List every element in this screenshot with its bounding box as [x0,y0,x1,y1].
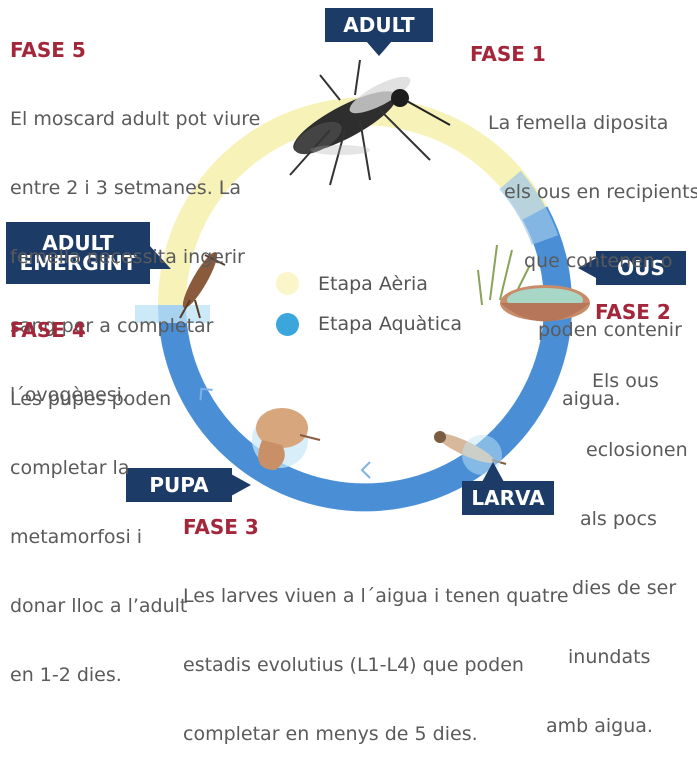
fase4-line: donar lloc a l’adult [10,595,188,617]
adult-emergint-pointer [149,245,171,269]
ring-arrow-icon [199,387,213,401]
fase1-line: poden contenir [538,319,682,341]
adult-label-pointer [366,41,392,56]
fase1-line: que contenen o [524,250,673,272]
fase1-line: aigua. [562,388,621,410]
legend-aquatica-swatch [276,313,299,336]
fase4-line: Les pupes poden [10,388,172,410]
fase2-line: eclosionen [586,439,688,461]
fase4-line: metamorfosi i [10,526,143,548]
legend-aeria-swatch [276,272,299,295]
pupa-label-pointer [231,474,251,496]
fase1-line: els ous en recipients [504,181,697,203]
adult-emergint-line1: ADULT [42,231,114,255]
fase3-line: Les larves viuen a l´aigua i tenen quatr… [183,585,569,607]
fase3-text: Les larves viuen a l´aigua i tenen quatr… [183,539,569,769]
emerging-adult-icon [135,252,226,323]
larva-label: LARVA [462,481,554,515]
fase1-title: FASE 1 [470,42,546,66]
legend-aquatica-label: Etapa Aquàtica [318,313,463,335]
legend-aeria-label: Etapa Aèria [318,273,428,295]
pupa-label: PUPA [126,468,232,502]
fase5-text: El moscard adult pot viure entre 2 i 3 s… [10,62,260,430]
ous-label: OUS [596,251,686,285]
adult-emergint-line2: EMERGINT [19,251,137,275]
adult-label-text: ADULT [343,13,415,37]
ring-transition [499,170,559,246]
fase2-line: Els ous [592,370,659,392]
adult-label: ADULT [325,8,433,42]
fase5-line: l´ovogènesi. [10,384,128,406]
ring-aerial-segment [157,97,548,306]
mosquito-adult-icon [289,59,451,186]
ous-label-text: OUS [617,256,665,280]
fase4-text: Les pupes poden completar la metamorfosi… [10,342,187,710]
fase5-line: femella necessita ingerir [10,246,245,268]
fase4-line: completar la [10,457,130,479]
ous-label-pointer [578,257,598,279]
fase2-line: dies de ser [572,577,677,599]
fase3-title: FASE 3 [183,515,259,539]
larva-label-text: LARVA [471,486,545,510]
fase5-line: sang per a completar [10,315,214,337]
fase2-line: als pocs [580,508,657,530]
life-cycle-diagram [135,59,590,512]
fase3-line: estadis evolutius (L1-L4) que poden [183,654,524,676]
larva-label-pointer [482,462,504,482]
fase2-title: FASE 2 [595,300,671,324]
fase5-title: FASE 5 [10,38,86,62]
pupa-icon [252,408,321,470]
adult-emergint-label: ADULT EMERGINT [6,222,150,284]
fase1-line: La femella diposita [488,112,669,134]
fase3-line: completar en menys de 5 dies. [183,723,478,745]
egg-dish-icon [477,244,590,322]
fase5-line: El moscard adult pot viure [10,108,261,130]
fase4-title: FASE 4 [10,318,86,342]
fase1-text: La femella diposita els ous en recipient… [470,66,697,434]
fase4-line: en 1-2 dies. [10,664,122,686]
ring-arrow-icon [360,461,371,479]
fase5-line: entre 2 i 3 setmanes. La [10,177,242,199]
pupa-label-text: PUPA [149,473,209,497]
